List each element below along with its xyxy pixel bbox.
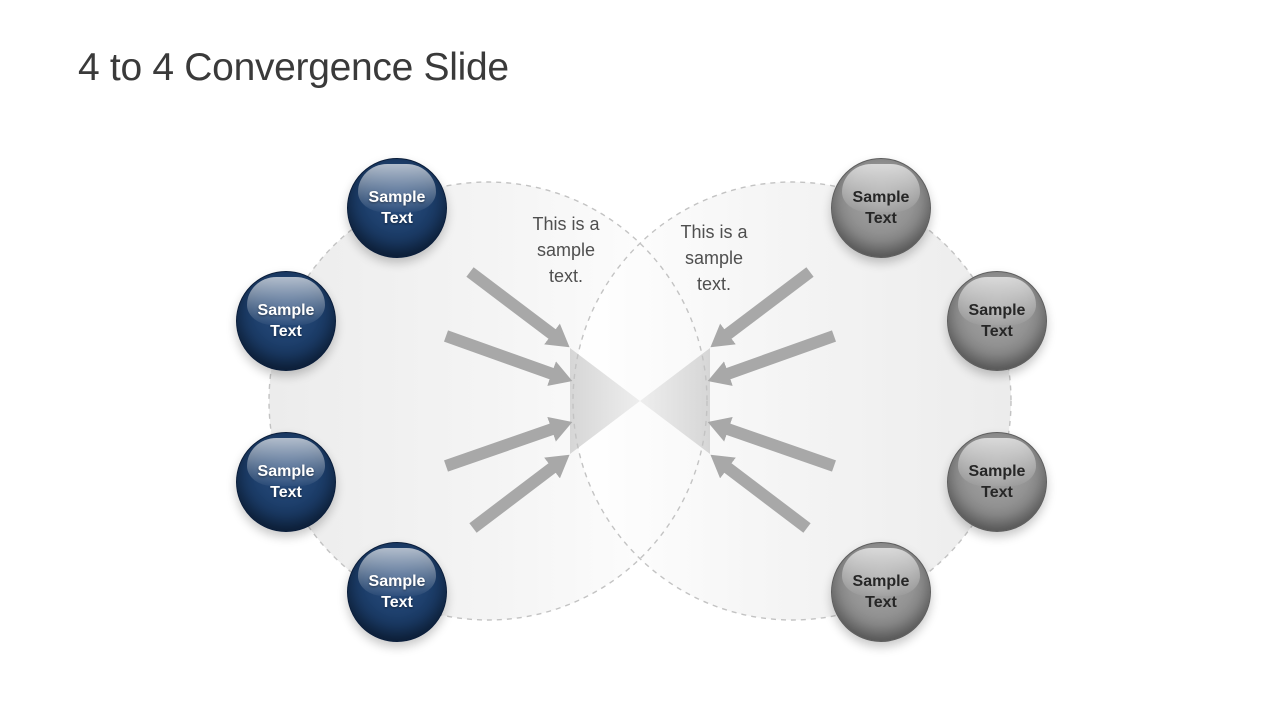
- sphere-left-1: Sample Text: [347, 158, 447, 258]
- sphere-label: Sample Text: [968, 302, 1026, 340]
- sphere-gloss-highlight: [247, 438, 325, 486]
- focus-triangle-left: [570, 348, 640, 454]
- caption-left: This is a sample text.: [532, 214, 600, 286]
- sphere-gloss-highlight: [247, 277, 325, 325]
- sphere-gloss-highlight: [358, 164, 436, 212]
- arrow-left-1: [466, 267, 570, 348]
- sphere-left-3: Sample Text: [236, 432, 336, 532]
- sphere-right-4: Sample Text: [831, 542, 931, 642]
- arrow-left-2: [443, 330, 573, 386]
- arrow-group-right: [707, 267, 837, 533]
- focus-triangle-right: [640, 348, 710, 454]
- slide-title: 4 to 4 Convergence Slide: [78, 46, 509, 89]
- arrow-right-4: [710, 454, 811, 533]
- sphere-label: Sample Text: [852, 573, 910, 611]
- sphere-label: Sample Text: [257, 302, 315, 340]
- sphere-gloss-highlight: [358, 548, 436, 596]
- sphere-label: Sample Text: [368, 573, 426, 611]
- sphere-label: Sample Text: [852, 189, 910, 227]
- convergence-circle-left-border: [268, 181, 708, 621]
- arrow-right-1: [710, 267, 814, 348]
- convergence-circle-left-fill: [269, 182, 707, 620]
- sphere-right-1: Sample Text: [831, 158, 931, 258]
- arrow-group-left: [443, 267, 573, 533]
- sphere-gloss-highlight: [958, 277, 1036, 325]
- arrow-right-3: [707, 417, 836, 472]
- arrow-right-2: [707, 330, 837, 386]
- sphere-gloss-highlight: [842, 164, 920, 212]
- sphere-right-2: Sample Text: [947, 271, 1047, 371]
- arrow-left-4: [469, 454, 570, 533]
- sphere-left-2: Sample Text: [236, 271, 336, 371]
- arrow-left-3: [444, 417, 573, 472]
- convergence-circle-right-border: [572, 181, 1012, 621]
- sphere-label: Sample Text: [257, 463, 315, 501]
- sphere-gloss-highlight: [842, 548, 920, 596]
- caption-right: This is a sample text.: [680, 222, 748, 294]
- sphere-label: Sample Text: [968, 463, 1026, 501]
- sphere-left-4: Sample Text: [347, 542, 447, 642]
- convergence-circle-right-fill: [573, 182, 1011, 620]
- sphere-label: Sample Text: [368, 189, 426, 227]
- sphere-right-3: Sample Text: [947, 432, 1047, 532]
- sphere-gloss-highlight: [958, 438, 1036, 486]
